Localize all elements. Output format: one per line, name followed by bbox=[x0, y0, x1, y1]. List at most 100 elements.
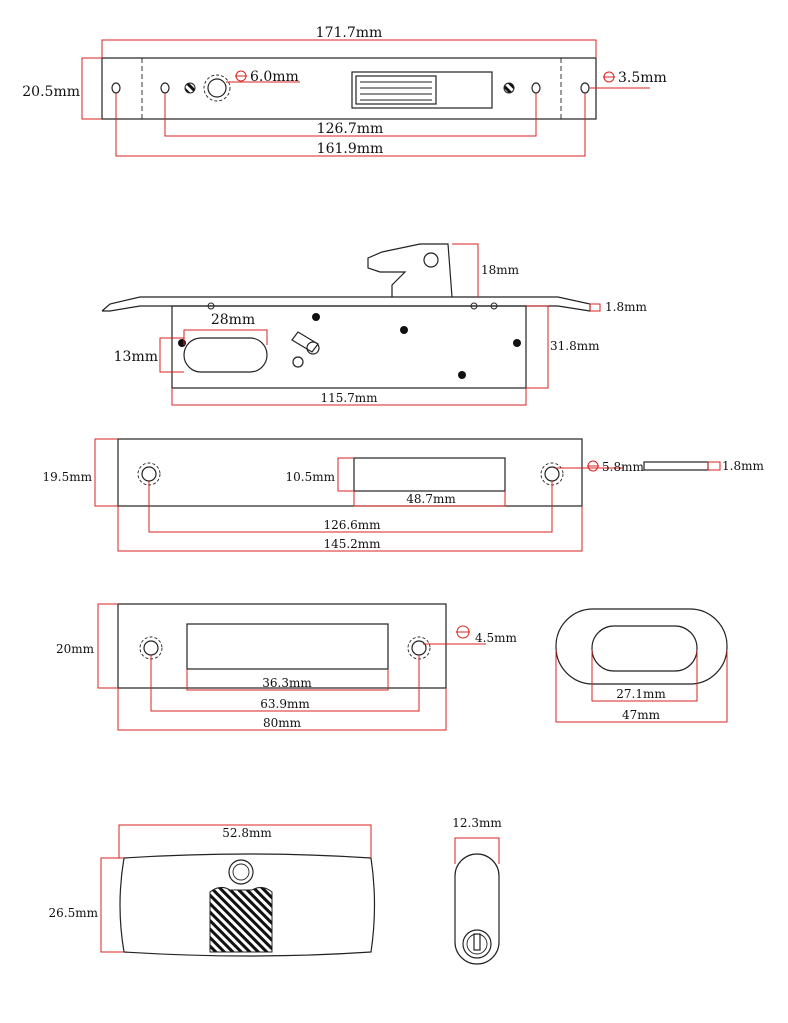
label-hole-big: 6.0mm bbox=[250, 69, 299, 85]
dim-cylinder-length bbox=[118, 824, 372, 858]
label-cylinder-side: 12.3mm bbox=[452, 816, 502, 830]
cylinder-view: 52.8mm 26.5mm 12.3mm bbox=[49, 816, 502, 965]
strike-plate-slot bbox=[353, 457, 506, 492]
strike-hole-right bbox=[544, 466, 560, 482]
dim-strike-slot-height bbox=[337, 457, 354, 492]
label-strike-height: 19.5mm bbox=[43, 470, 93, 484]
dim-faceplate-height bbox=[81, 57, 102, 120]
diameter-icon bbox=[235, 70, 247, 82]
faceplate-outline bbox=[101, 57, 597, 120]
faceplate-hole-4 bbox=[580, 82, 590, 94]
diameter-icon bbox=[603, 71, 615, 83]
dim-body-height bbox=[526, 305, 549, 389]
dim-inner-spacing bbox=[164, 93, 537, 137]
strike-hole-left bbox=[141, 466, 157, 482]
label-escutcheon-inner: 27.1mm bbox=[616, 687, 666, 701]
label-small-length: 80mm bbox=[263, 716, 302, 730]
dim-escutcheon-outer bbox=[555, 650, 728, 723]
dim-plate-thickness bbox=[589, 303, 601, 312]
label-slot-width: 28mm bbox=[211, 312, 255, 328]
label-body-length: 115.7mm bbox=[320, 391, 378, 405]
label-hole-small: 3.5mm bbox=[618, 70, 667, 86]
escutcheon-outline bbox=[555, 608, 728, 685]
label-small-slot-width: 36.3mm bbox=[262, 676, 312, 690]
faceplate-hole-3 bbox=[531, 82, 541, 94]
lock-hook bbox=[367, 243, 453, 298]
faceplate-latch-window bbox=[351, 71, 493, 109]
dim-small-hole-spacing bbox=[150, 655, 420, 712]
dim-small-slot-width bbox=[186, 669, 389, 691]
dim-cylinder-side bbox=[454, 837, 500, 864]
dim-faceplate-length bbox=[101, 39, 597, 58]
lock-body-outline bbox=[171, 305, 527, 389]
dim-strike-length bbox=[117, 506, 583, 552]
dim-small-height bbox=[97, 603, 118, 689]
faceplate-view: 171.7mm 20.5mm 126.7mm 161.9mm 6.0mm 3.5… bbox=[22, 25, 667, 157]
small-hole-left bbox=[143, 640, 159, 656]
small-plate-outline bbox=[117, 603, 447, 689]
lock-dot bbox=[178, 339, 186, 347]
cylinder-keyslot bbox=[473, 933, 481, 951]
lock-dot bbox=[312, 313, 320, 321]
faceplate-latch bbox=[355, 75, 437, 105]
faceplate-hole-1 bbox=[111, 82, 121, 94]
cylinder-cam bbox=[209, 886, 273, 953]
dim-strike-thickness bbox=[707, 461, 721, 471]
cylinder-keyway-inner bbox=[466, 933, 488, 955]
cylinder-side-outline bbox=[454, 853, 500, 965]
faceplate-screw-1 bbox=[184, 82, 196, 94]
cylinder-outline bbox=[119, 853, 376, 957]
label-plate-thickness: 1.8mm bbox=[605, 300, 647, 314]
lock-body-slot bbox=[183, 337, 268, 373]
dim-body-length bbox=[171, 388, 527, 406]
strike-plate-outline bbox=[117, 438, 583, 507]
dim-strike-slot-width bbox=[353, 491, 506, 507]
lock-faceplate-side bbox=[101, 296, 591, 312]
strike-plate-side bbox=[643, 461, 709, 471]
label-small-height: 20mm bbox=[56, 642, 95, 656]
label-strike-thickness: 1.8mm bbox=[722, 459, 764, 473]
label-outer-spacing: 161.9mm bbox=[317, 141, 384, 157]
dim-strike-hole-spacing bbox=[148, 481, 553, 533]
dim-escutcheon-inner bbox=[591, 650, 698, 702]
label-strike-slot-width: 48.7mm bbox=[406, 492, 456, 506]
label-faceplate-length: 171.7mm bbox=[316, 25, 383, 41]
diameter-icon bbox=[587, 460, 599, 472]
lock-rivet bbox=[207, 302, 215, 310]
lock-rivet bbox=[490, 302, 498, 310]
lock-rivet bbox=[470, 302, 478, 310]
small-plate-view: 20mm 36.3mm 63.9mm 80mm 4.5mm bbox=[56, 603, 517, 731]
cylinder-keyway bbox=[462, 929, 492, 959]
lock-cam-2 bbox=[292, 356, 304, 368]
small-plate-slot bbox=[186, 623, 389, 670]
label-strike-hole: 5.8mm bbox=[602, 460, 644, 474]
faceplate-hole-big-outer bbox=[203, 74, 231, 102]
faceplate-hole-2 bbox=[160, 82, 170, 94]
label-faceplate-height: 20.5mm bbox=[22, 84, 80, 100]
label-strike-length: 145.2mm bbox=[323, 537, 381, 551]
dim-small-length bbox=[117, 688, 447, 731]
label-hook-height: 18mm bbox=[481, 263, 520, 277]
label-inner-spacing: 126.7mm bbox=[317, 121, 384, 137]
label-slot-height: 13mm bbox=[114, 349, 158, 365]
faceplate-hole-big bbox=[207, 78, 227, 98]
lock-dot bbox=[400, 326, 408, 334]
label-body-height: 31.8mm bbox=[550, 339, 600, 353]
dim-cylinder-height bbox=[100, 857, 124, 953]
dim-outer-spacing bbox=[115, 93, 586, 157]
cylinder-cam-hole bbox=[228, 859, 254, 885]
label-cylinder-length: 52.8mm bbox=[222, 826, 272, 840]
lock-cam bbox=[306, 341, 320, 355]
dim-strike-height bbox=[94, 438, 118, 507]
small-hole-right bbox=[411, 640, 427, 656]
cylinder-cam-hole-inner bbox=[232, 863, 250, 881]
label-strike-slot-height: 10.5mm bbox=[286, 470, 336, 484]
escutcheon-view: 27.1mm 47mm bbox=[555, 608, 728, 723]
lock-body-view: 18mm 1.8mm 28mm 13mm 31.8mm 115.7mm bbox=[101, 243, 647, 406]
label-strike-hole-spacing: 126.6mm bbox=[323, 518, 381, 532]
label-small-hole-spacing: 63.9mm bbox=[260, 697, 310, 711]
dim-slot-height bbox=[159, 337, 184, 373]
lock-dot bbox=[513, 339, 521, 347]
lock-hook-pin bbox=[423, 252, 439, 268]
